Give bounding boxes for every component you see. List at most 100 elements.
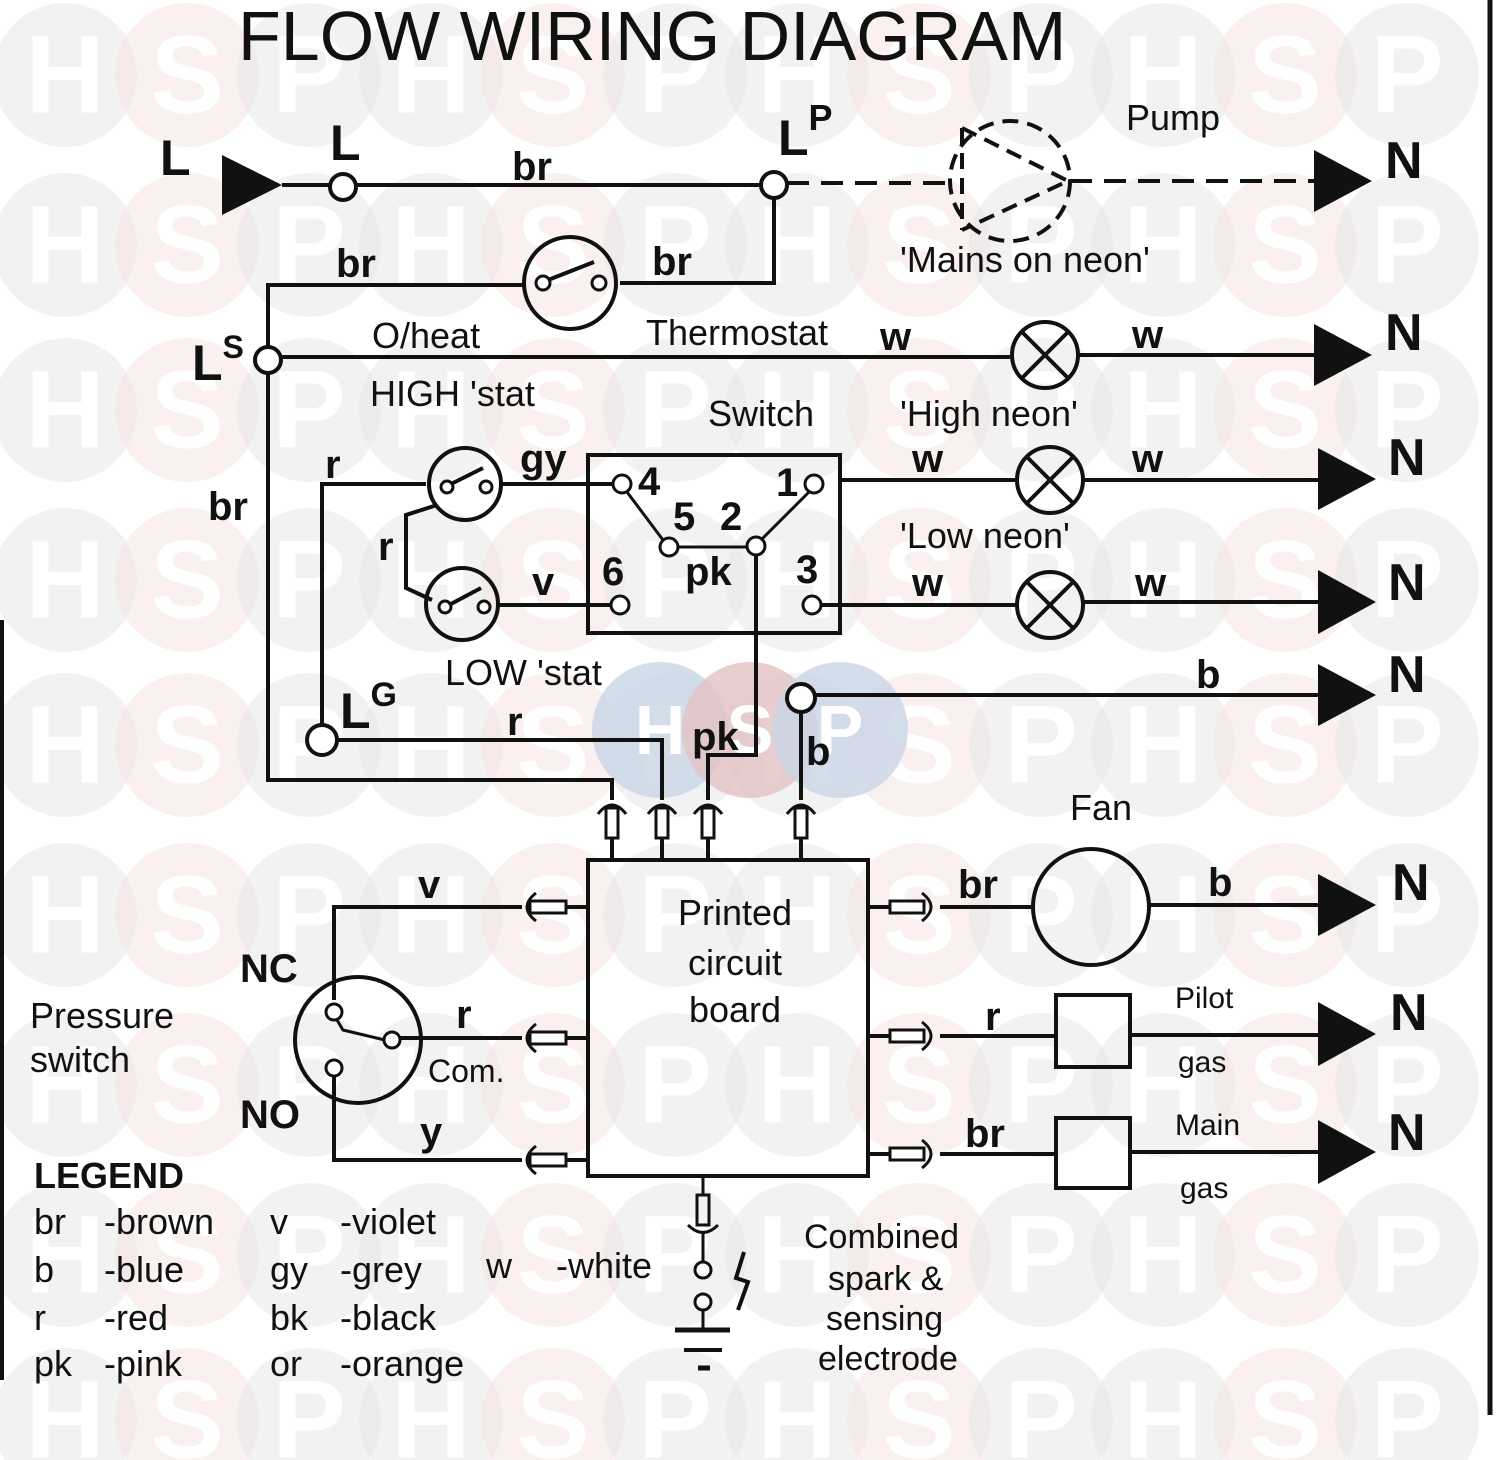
neutral-label: N: [1388, 646, 1426, 704]
watermark-circle: [969, 508, 1113, 652]
switch-pin-label-6: 6: [602, 550, 624, 594]
wire-label-fan-in: br: [958, 863, 998, 907]
terminal-lp-sup: P: [809, 97, 833, 138]
wire-label-fan-out: b: [1208, 861, 1232, 905]
watermark-letter: P: [638, 854, 711, 977]
watermark-letter: P: [272, 184, 345, 307]
watermark-letter: P: [1370, 184, 1443, 307]
watermark-letter: S: [1248, 519, 1321, 642]
watermark-circle: [481, 1348, 625, 1460]
wire-label-high-neon-out: w: [1131, 437, 1164, 481]
watermark-circle: [969, 673, 1113, 817]
wire-label-low-neon-out: w: [1134, 561, 1167, 605]
watermark-letter: S: [1248, 349, 1321, 472]
watermark-circle: [1335, 508, 1479, 652]
watermark-letter: H: [1123, 1024, 1202, 1147]
neutral-label: N: [1388, 1104, 1426, 1162]
watermark-letter: H: [1123, 1359, 1202, 1460]
legend-name-r: -red: [104, 1297, 168, 1338]
pilot-gas-label-2: gas: [1178, 1046, 1226, 1079]
pcb-connector-icon: [525, 1144, 588, 1176]
electrode-label-3: sensing: [826, 1300, 943, 1338]
neutral-arrow-icon: [1318, 874, 1376, 936]
wire-lg-to-pcb: [337, 738, 664, 800]
watermark-letter: S: [882, 14, 955, 137]
diagram-title: FLOW WIRING DIAGRAM: [238, 0, 1066, 75]
watermark-letter: S: [882, 854, 955, 977]
watermark-circle: [1213, 173, 1357, 317]
watermark-letter: H: [391, 349, 470, 472]
watermark-letter: H: [1123, 14, 1202, 137]
terminal-lp-label: LP: [778, 97, 833, 166]
watermark-letter: S: [150, 184, 223, 307]
watermark-letter: P: [1004, 1359, 1077, 1460]
neutral-junction-node: [785, 682, 817, 714]
watermark-letter: S: [1248, 184, 1321, 307]
watermark-letter: H: [25, 184, 104, 307]
watermark-letter: S: [516, 854, 589, 977]
wire-switch-pk-to-pcb: [706, 555, 758, 800]
wire-label-switch-pk: pk: [685, 550, 732, 594]
watermark-letter: H: [25, 854, 104, 977]
watermark-circle: [237, 508, 381, 652]
watermark-circle: [115, 673, 259, 817]
watermark-letter: P: [272, 14, 345, 137]
terminal-ls-main: L: [192, 335, 223, 391]
watermark-letter: P: [1370, 349, 1443, 472]
watermark-circle: [1091, 3, 1235, 147]
pilot-gas-valve-icon: [1054, 993, 1132, 1069]
watermark-circle: [0, 173, 137, 317]
watermark-circle: [1335, 673, 1479, 817]
watermark-letter: H: [757, 14, 836, 137]
watermark-circle: [603, 338, 747, 482]
neutral-arrow-icon: [1314, 324, 1372, 386]
switch-pin-2: [745, 535, 767, 557]
legend-name-gy: -grey: [340, 1249, 422, 1290]
watermark-circle: [0, 3, 137, 147]
switch-pin-label-3: 3: [796, 548, 818, 592]
watermark-letter: H: [757, 184, 836, 307]
watermark-circle: [1335, 1013, 1479, 1157]
legend-code-bk: bk: [270, 1297, 309, 1338]
watermark-letter: P: [1004, 14, 1077, 137]
legend-code-v: v: [270, 1201, 288, 1242]
wire-lg-to-high-stat: [320, 482, 426, 726]
main-gas-label-1: Main: [1175, 1109, 1240, 1142]
watermark-circle: [0, 338, 137, 482]
overheat-label-bottom: Thermostat: [646, 312, 828, 353]
watermark-letter: P: [638, 349, 711, 472]
wire-ps-nc: [332, 905, 522, 1000]
fan-label: Fan: [1070, 787, 1132, 828]
wire-label-ps-v: v: [418, 863, 441, 907]
electrode-label-4: electrode: [818, 1340, 958, 1378]
watermark-letter: H: [757, 1024, 836, 1147]
watermark-circle: [603, 508, 747, 652]
watermark-letter: P: [1370, 519, 1443, 642]
watermark-circle: [359, 338, 503, 482]
pcb-connector-icon: [525, 1022, 588, 1054]
watermark-letter: S: [1248, 1194, 1321, 1317]
high-stat-label: HIGH 'stat: [370, 373, 535, 414]
watermark-circle: [1335, 843, 1479, 987]
watermark-letter: H: [391, 854, 470, 977]
legend-heading: LEGEND: [34, 1155, 184, 1196]
pump-label: Pump: [1126, 97, 1220, 138]
wire-label-ps-r: r: [456, 993, 472, 1037]
watermark-letter: H: [25, 1024, 104, 1147]
watermark-circle: [847, 508, 991, 652]
watermark-letter: H: [757, 1194, 836, 1317]
switch-pin-label-2: 2: [720, 495, 742, 539]
ps-com-label: Com.: [428, 1053, 504, 1089]
pcb-connector-icon: [596, 803, 628, 860]
watermark-circle: [237, 1013, 381, 1157]
watermark-circle: [1091, 338, 1235, 482]
wire-ohs-to-ls: [266, 283, 524, 348]
watermark-circle: [481, 3, 625, 147]
legend-code-pk: pk: [34, 1343, 73, 1384]
wire-label-ohs-right: br: [652, 240, 692, 284]
watermark-circle: [725, 338, 869, 482]
watermark-circle: [847, 843, 991, 987]
watermark-circle: [115, 508, 259, 652]
watermark-circle: [237, 843, 381, 987]
